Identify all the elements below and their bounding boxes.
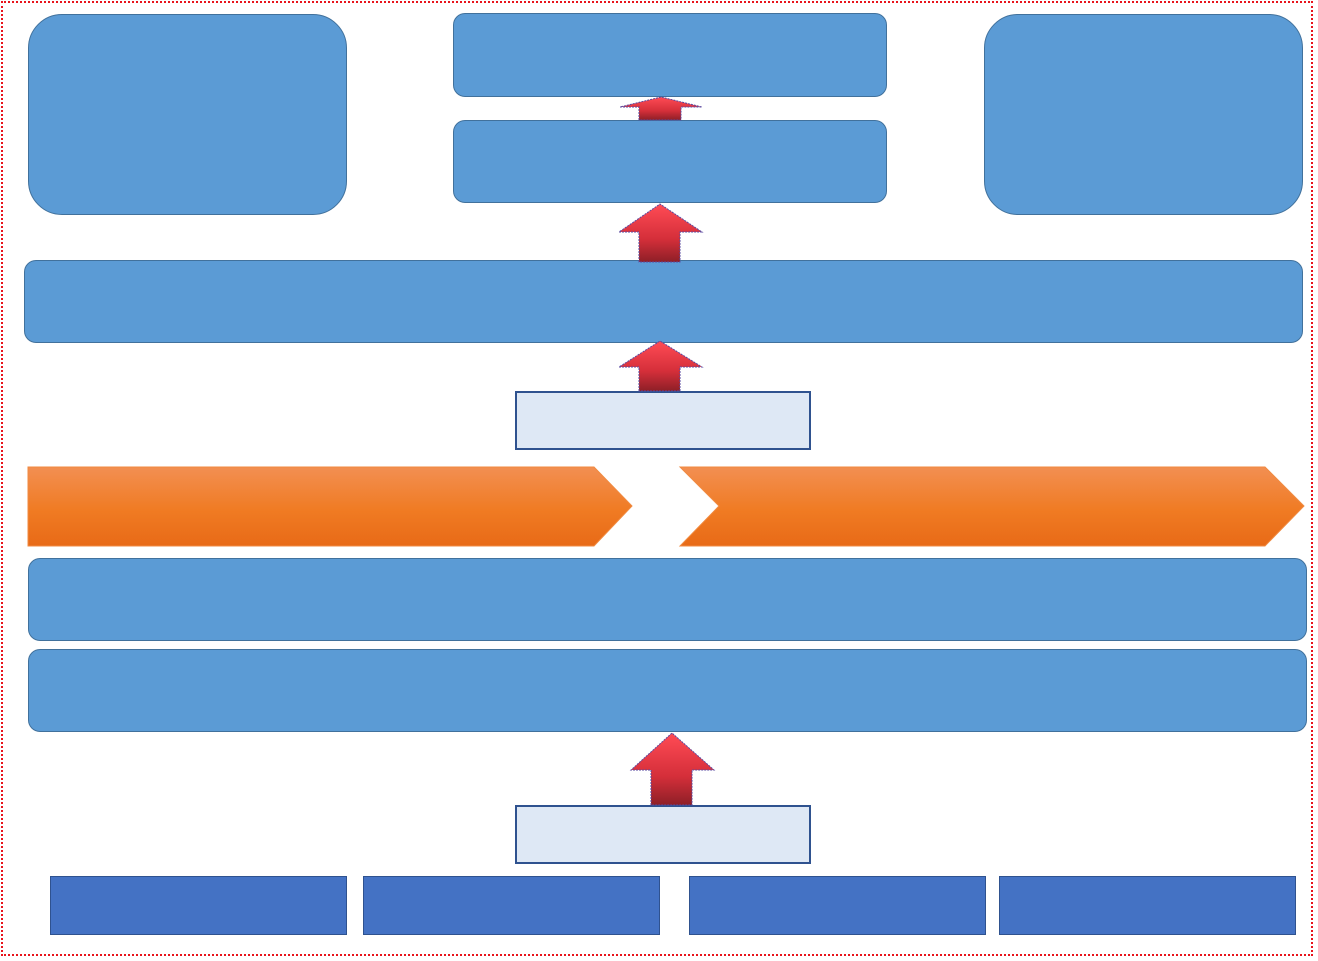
middle-light-box (515, 391, 811, 450)
wide-band-lower-2 (28, 649, 1307, 732)
right-chevron-label (720, 467, 1265, 546)
top-center-lower-box (453, 120, 887, 203)
bottom-box-4 (999, 876, 1296, 935)
up-arrow-icon (617, 203, 704, 263)
top-left-box (28, 14, 347, 215)
left-chevron-label (28, 467, 594, 546)
wide-band-upper (24, 260, 1303, 343)
bottom-box-3 (689, 876, 986, 935)
left-chevron (27, 466, 633, 547)
bottom-box-1 (50, 876, 347, 935)
up-arrow-icon (617, 340, 704, 392)
up-arrow-icon (629, 732, 716, 806)
bottom-light-box (515, 805, 811, 864)
top-right-box (984, 14, 1303, 215)
wide-band-lower-1 (28, 558, 1307, 641)
bottom-box-2 (363, 876, 660, 935)
right-chevron (678, 466, 1305, 547)
top-center-upper-box (453, 13, 887, 97)
up-arrow-icon (619, 96, 703, 121)
